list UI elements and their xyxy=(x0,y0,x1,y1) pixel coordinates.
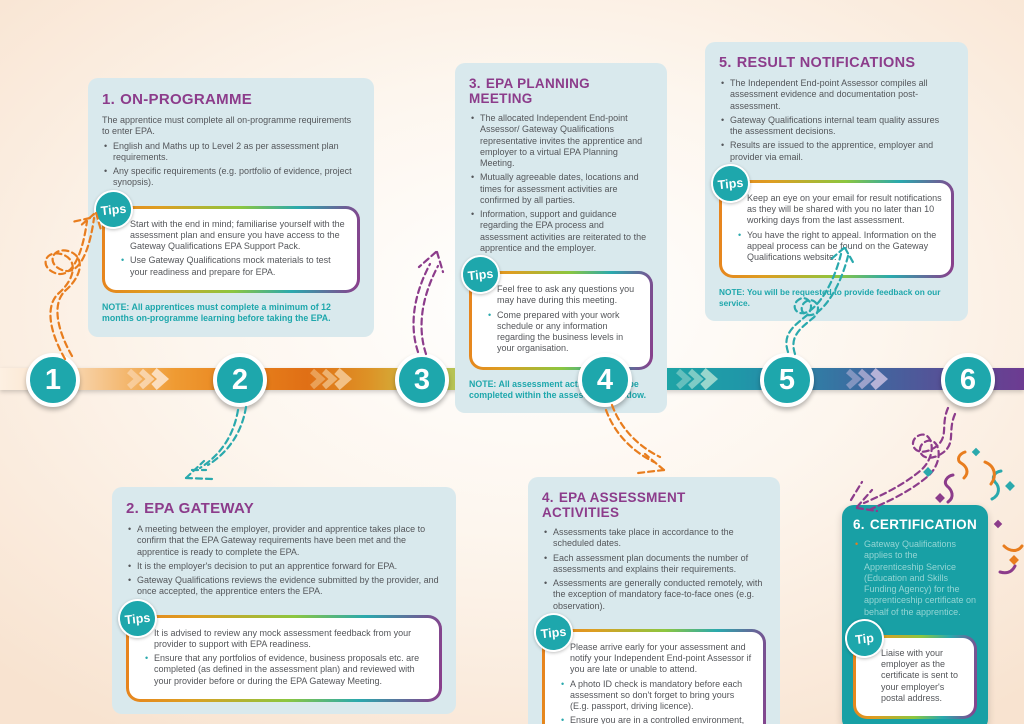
step-card-epa-planning-meeting: 3.EPA PLANNING MEETING The allocated Ind… xyxy=(455,63,667,414)
chevron-icon-group-4 xyxy=(676,368,719,390)
step-title: EPA GATEWAY xyxy=(144,500,255,517)
timeline-node-5: 5 xyxy=(760,353,814,407)
bullet-item: Assessments take place in accordance to … xyxy=(542,527,766,550)
card-title: 6. CERTIFICATION xyxy=(853,517,977,532)
tips-box: Tips It is advised to review any mock as… xyxy=(116,596,442,702)
bullet-item: The Independent End-point Assessor compi… xyxy=(719,78,954,112)
dashed-arrow-2-icon xyxy=(184,405,248,481)
tip-item: Liaise with your employer as the certifi… xyxy=(870,648,966,704)
step-number: 3. xyxy=(469,76,481,91)
tips-box: Tips Start with the end in mind; familia… xyxy=(92,187,360,293)
card-title: 2.EPA GATEWAY xyxy=(126,500,442,517)
card-title: 1.ON-PROGRAMME xyxy=(102,91,360,108)
step-bullet-list: Assessments take place in accordance to … xyxy=(542,527,766,612)
bullet-item: A meeting between the employer, provider… xyxy=(126,524,442,558)
timeline-node-2: 2 xyxy=(213,353,267,407)
tips-label: Tips xyxy=(124,609,151,627)
step-title: ON-PROGRAMME xyxy=(120,91,253,108)
tip-item: Ensure that any portfolios of evidence, … xyxy=(143,653,431,687)
timeline-node-4: 4 xyxy=(578,353,632,407)
card-title: 4.EPA ASSESSMENT ACTIVITIES xyxy=(542,490,766,520)
tip-item: Feel free to ask any questions you may h… xyxy=(486,284,642,307)
tips-label: Tips xyxy=(540,623,567,641)
step-intro: The apprentice must complete all on-prog… xyxy=(102,115,352,137)
tip-item: Come prepared with your work schedule or… xyxy=(486,310,642,355)
tips-box: Tips Feel free to ask any questions you … xyxy=(459,253,653,370)
bullet-item: Gateway Qualifications reviews the evide… xyxy=(126,575,442,598)
tips-bullet-list: Feel free to ask any questions you may h… xyxy=(486,284,642,355)
tips-bullet-list: Please arrive early for your assessment … xyxy=(559,642,755,724)
step-bullet-list: The allocated Independent End-point Asse… xyxy=(469,113,653,254)
step-card-result-notifications: 5.RESULT NOTIFICATIONS The Independent E… xyxy=(705,42,968,321)
tips-box: Tips Keep an eye on your email for resul… xyxy=(709,161,954,279)
card-title: 3.EPA PLANNING MEETING xyxy=(469,76,653,106)
step-card-epa-gateway: 2.EPA GATEWAY A meeting between the empl… xyxy=(112,487,456,714)
step-card-certification: 6. CERTIFICATION Gateway Qualifications a… xyxy=(842,505,988,724)
step-title: EPA PLANNING MEETING xyxy=(469,76,590,106)
bullet-item: Any specific requirements (e.g. portfoli… xyxy=(102,166,360,189)
tips-content: Please arrive early for your assessment … xyxy=(545,631,763,724)
step-title: RESULT NOTIFICATIONS xyxy=(736,55,916,71)
bullet-item: Assessments are generally conducted remo… xyxy=(542,578,766,612)
step-note: NOTE: All apprentices must complete a mi… xyxy=(102,301,331,324)
step-number: 1. xyxy=(102,91,116,108)
chevron-icon-group-5 xyxy=(846,368,889,390)
tips-label: Tips xyxy=(100,200,127,218)
tip-item: Please arrive early for your assessment … xyxy=(559,642,755,676)
bullet-item: Gateway Qualifications applies to the Ap… xyxy=(853,539,977,618)
dashed-arrow-6-icon xyxy=(849,406,957,513)
step-number: 5. xyxy=(719,55,732,71)
tip-item: You have the right to appeal. Informatio… xyxy=(736,230,943,264)
bullet-item: Mutually agreeable dates, locations and … xyxy=(469,172,653,206)
step-number: 6. xyxy=(853,517,865,532)
bullet-item: Results are issued to the apprentice, em… xyxy=(719,140,954,163)
tip-item: A photo ID check is mandatory before eac… xyxy=(559,679,755,713)
tips-box: Tips Please arrive early for your assess… xyxy=(532,610,766,724)
tips-content: Keep an eye on your email for result not… xyxy=(722,182,951,276)
tips-label: Tip xyxy=(854,630,875,647)
bullet-item: Gateway Qualifications internal team qua… xyxy=(719,115,954,138)
step-title: CERTIFICATION xyxy=(869,517,977,532)
step-bullet-list: Gateway Qualifications applies to the Ap… xyxy=(853,539,977,618)
tips-box: Tip Liaise with your employer as the cer… xyxy=(843,616,977,719)
step-title: EPA ASSESSMENT ACTIVITIES xyxy=(542,490,686,520)
chevron-icon-group-2 xyxy=(310,368,353,390)
tips-bullet-list: It is advised to review any mock assessm… xyxy=(143,628,431,687)
tips-content: Start with the end in mind; familiarise … xyxy=(105,208,357,290)
step-note: NOTE: All assessment activities must be … xyxy=(469,378,647,400)
timeline-node-3: 3 xyxy=(395,353,449,407)
dashed-arrow-4-icon xyxy=(604,403,666,475)
step-note: NOTE: You will be requested to provide f… xyxy=(719,287,941,309)
tips-content: It is advised to review any mock assessm… xyxy=(129,617,439,699)
bullet-item: Information, support and guidance regard… xyxy=(469,209,653,254)
tips-bullet-list: Liaise with your employer as the certifi… xyxy=(870,648,966,704)
tips-bullet-list: Start with the end in mind; familiarise … xyxy=(119,219,349,278)
bullet-item: The allocated Independent End-point Asse… xyxy=(469,113,653,169)
step-number: 4. xyxy=(542,490,554,505)
timeline-node-6: 6 xyxy=(941,353,995,407)
tip-item: Use Gateway Qualifications mock material… xyxy=(119,255,349,278)
timeline-node-1: 1 xyxy=(26,353,80,407)
step-number: 2. xyxy=(126,500,140,517)
tips-label: Tips xyxy=(717,174,744,192)
step-card-epa-assessment-activities: 4.EPA ASSESSMENT ACTIVITIES Assessments … xyxy=(528,477,780,724)
dashed-arrow-3-icon xyxy=(412,250,445,356)
step-bullet-list: A meeting between the employer, provider… xyxy=(126,524,442,598)
tips-content: Feel free to ask any questions you may h… xyxy=(472,274,650,367)
tip-item: Start with the end in mind; familiarise … xyxy=(119,219,349,253)
step-bullet-list: English and Maths up to Level 2 as per a… xyxy=(102,141,360,189)
chevron-icon-group-1 xyxy=(127,368,170,390)
card-title: 5.RESULT NOTIFICATIONS xyxy=(719,55,954,71)
tip-item: Ensure you are in a controlled environme… xyxy=(559,715,755,724)
bullet-item: English and Maths up to Level 2 as per a… xyxy=(102,141,360,164)
tips-label: Tips xyxy=(467,266,494,283)
step-bullet-list: The Independent End-point Assessor compi… xyxy=(719,78,954,163)
bullet-item: Each assessment plan documents the numbe… xyxy=(542,553,766,576)
tips-bullet-list: Keep an eye on your email for result not… xyxy=(736,193,943,264)
step-card-on-programme: 1.ON-PROGRAMME The apprentice must compl… xyxy=(88,78,374,337)
tip-item: Keep an eye on your email for result not… xyxy=(736,193,943,227)
tip-item: It is advised to review any mock assessm… xyxy=(143,628,431,651)
bullet-item: It is the employer's decision to put an … xyxy=(126,561,442,573)
